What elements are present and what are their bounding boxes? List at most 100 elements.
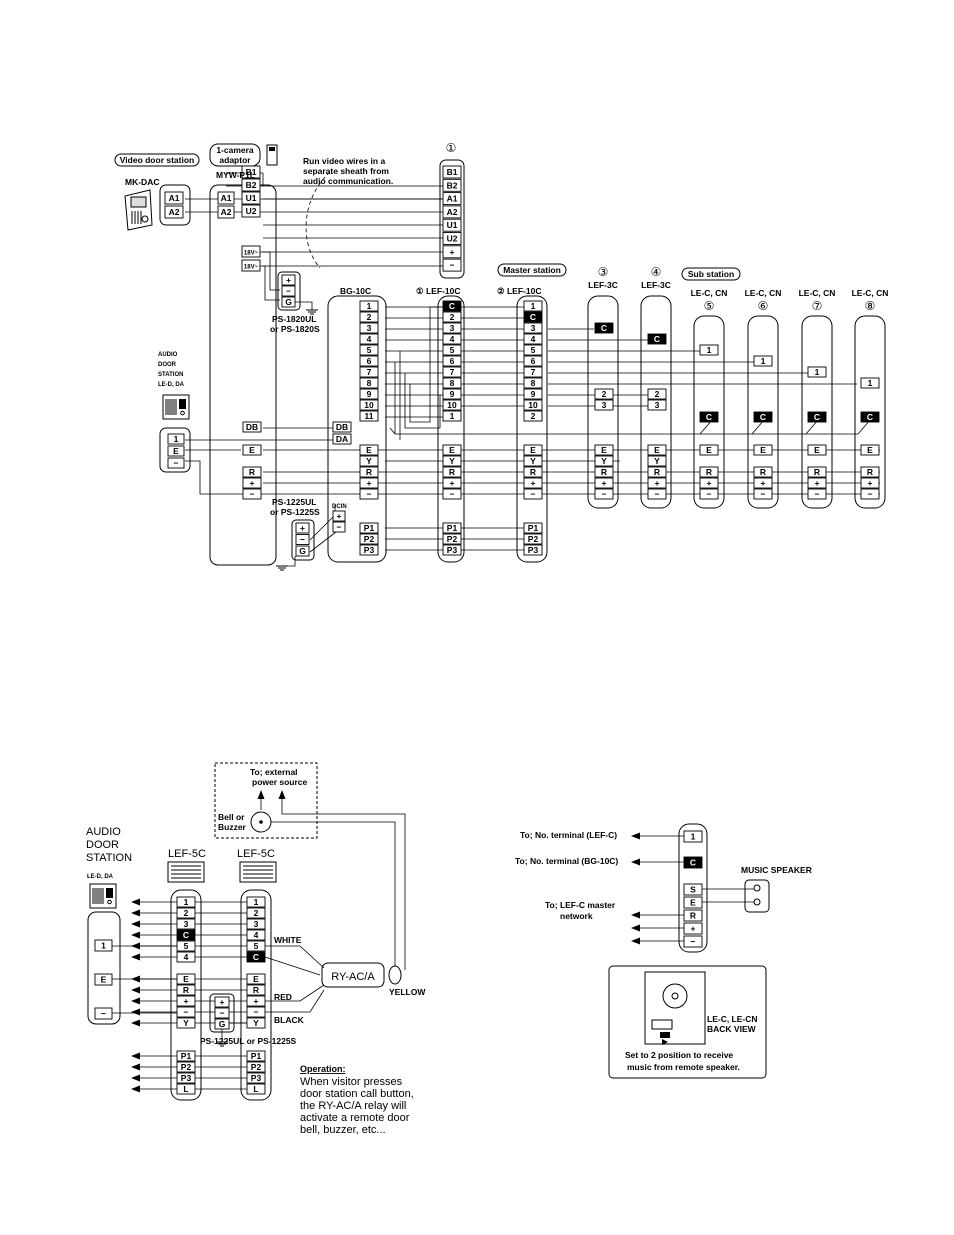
dcin-term-0: + (337, 511, 342, 521)
lef3c-4-com-0: E (654, 445, 660, 455)
external-power-box (214, 762, 318, 839)
monitor-term-4: U1 (447, 220, 458, 230)
monitor-term-0-box (442, 165, 462, 179)
lef3c-4-num-1-box (647, 399, 667, 411)
lef10-1-term-2-box (442, 322, 462, 334)
lef5-2-p-0-box (246, 1050, 266, 1062)
lef3c-3-com-2-box (594, 466, 614, 478)
dcin-term-1-box (332, 521, 346, 533)
lec-6-E: E (760, 445, 766, 455)
music-term-5-box (683, 922, 703, 935)
lec-6-c-box (753, 411, 773, 423)
audio-door-label-2: STATION (158, 372, 183, 378)
lef5-1-mid-0-box (176, 973, 196, 985)
lec-number-5: ⑤ (704, 299, 715, 313)
arrow-left-icon (631, 858, 640, 866)
lef10-1-term-7-box (442, 377, 462, 389)
bg-com-4-box (359, 488, 379, 500)
lef10-1-term-8-box (442, 388, 462, 400)
lef3c-3-c-box (594, 322, 614, 334)
lef5-1-p-1: P2 (181, 1062, 192, 1072)
monitor-term-6-box (442, 245, 462, 259)
ps1225-term-2: G (299, 546, 306, 556)
lec-8-com-2-box (860, 488, 880, 500)
bg-com-0-box (359, 444, 379, 456)
lef3c-4-com-4-box (647, 488, 667, 500)
lef5-1-mid-4-box (176, 1017, 196, 1029)
camera-adaptor-label-2: adaptor (219, 155, 251, 165)
white-wire (265, 945, 325, 969)
lec-number-7: ⑦ (812, 299, 823, 313)
ps-b-term-0: + (220, 997, 225, 1007)
lec-7-one-box (807, 366, 827, 378)
ps-b-term-1-box (214, 1007, 230, 1019)
myw-18v-1: 18V~ (244, 251, 259, 257)
lef3c-3-label: LEF-3C (588, 280, 618, 290)
music-term-1-box (683, 856, 703, 869)
monitor-frame (439, 159, 465, 279)
lec-7-E: E (814, 445, 820, 455)
master-station-label: Master station (503, 265, 561, 275)
lef10c-1-label: ① LEF-10C (416, 286, 460, 296)
myw-com-2-box (242, 488, 262, 500)
lef10-1-term-9: 10 (447, 400, 457, 410)
bg-com-2: R (366, 467, 372, 477)
lef10-2-term-4: 5 (531, 345, 536, 355)
lec-5-one: 1 (707, 345, 712, 355)
bg-10c-label: BG-10C (340, 286, 371, 296)
lec-7-one: 1 (815, 367, 820, 377)
bg-term-0: 1 (367, 301, 372, 311)
bell-label-2: Buzzer (218, 822, 247, 832)
arrow-left-icon (131, 997, 140, 1005)
music-terminal-frame (678, 823, 708, 953)
lef10-1-p-2-box (442, 544, 462, 556)
bg-term-3-box (359, 333, 379, 345)
lef3c-3-number: ③ (598, 265, 609, 279)
bg-com-0: E (366, 445, 372, 455)
lef10-2-term-1-box (523, 311, 543, 323)
lef10-1-p-0: P1 (447, 523, 458, 533)
monitor-term-3: A2 (447, 207, 458, 217)
lef5-1-term-0-box (176, 896, 196, 908)
music-term-0-box (683, 830, 703, 843)
lef10-2-com-1-box (523, 455, 543, 467)
lef5-2-mid-4: Y (253, 1018, 259, 1028)
wire-c8 (806, 419, 871, 435)
arrow-left-icon (631, 832, 640, 840)
ps1225-label-2: or PS-1225S (270, 507, 320, 517)
bg-db-box (332, 421, 352, 433)
lef5-2-p-1: P2 (251, 1062, 262, 1072)
lef3c-4-com-1: Y (654, 456, 660, 466)
lec-6-com-2-box (753, 488, 773, 500)
lec-5-com-2: − (707, 489, 712, 499)
bg-term-3: 4 (367, 334, 372, 344)
lef5-2-term-1: 2 (254, 908, 259, 918)
ps1225-term-0: + (300, 523, 305, 533)
lef10-2-term-10-box (523, 410, 543, 422)
audio-door-label-3: LE-D, DA (158, 382, 185, 388)
lec-5-E: E (706, 445, 712, 455)
lef3c-4-num-0: 2 (655, 389, 660, 399)
lec-7-com-0-box (807, 466, 827, 478)
power-note-2: power source (252, 777, 308, 787)
lef5-1-mid-2-box (176, 995, 196, 1007)
lec-6-com-1: + (761, 478, 766, 488)
set-note-2: music from remote speaker. (627, 1062, 740, 1072)
lef10-1-com-4-box (442, 488, 462, 500)
bg-p-1-box (359, 533, 379, 545)
bg-p-2: P3 (364, 545, 375, 555)
lef5-2-term-5-box (246, 951, 266, 963)
terminals: A1A2A1A2B1B2U1U218V~18V~B1B2A1A2U1U2+−+−… (94, 165, 880, 1095)
lef5-1-term-5: 4 (184, 952, 189, 962)
lef5-1-term-1: 2 (184, 908, 189, 918)
lef3c-4-com-1-box (647, 455, 667, 467)
lec-6-com-2: − (761, 489, 766, 499)
back-view-2: BACK VIEW (707, 1024, 757, 1034)
lef10-2-com-2-box (523, 466, 543, 478)
le-d-da-label: LE-D, DA (87, 874, 114, 880)
lef5-1-p-3: L (183, 1084, 188, 1094)
lef10-2-p-1-box (523, 533, 543, 545)
lef10-2-com-1: Y (530, 456, 536, 466)
lef10-2-p-0: P1 (528, 523, 539, 533)
ps-b-frame (209, 993, 235, 1033)
